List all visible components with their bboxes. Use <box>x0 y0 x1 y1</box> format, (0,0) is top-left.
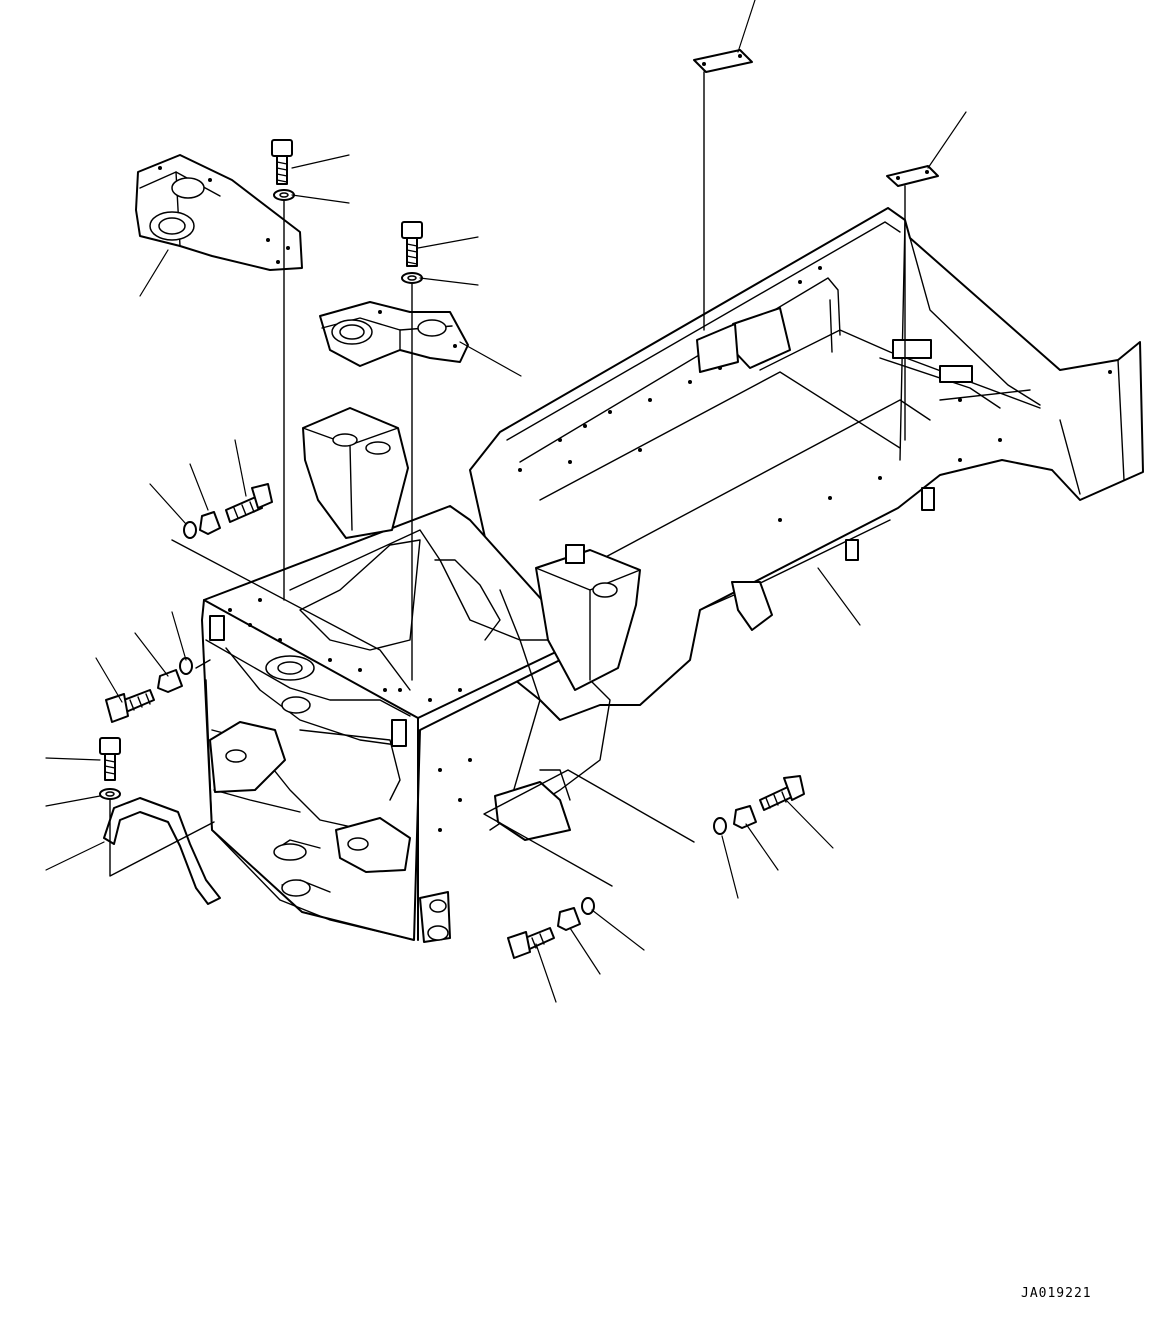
upper-hinge-bracket-right <box>319 301 469 367</box>
upper-hinge-bracket-left <box>135 154 303 271</box>
shim-plates <box>693 49 939 187</box>
assembly-center-lines <box>109 71 906 887</box>
callout-leaders <box>45 0 967 1003</box>
front-frame <box>201 505 611 943</box>
hose-bracket <box>103 797 221 905</box>
hardware-fasteners <box>99 139 805 959</box>
drawing-id-label: JA019221 <box>1021 1286 1092 1301</box>
frame-hinge-brackets <box>302 407 641 691</box>
